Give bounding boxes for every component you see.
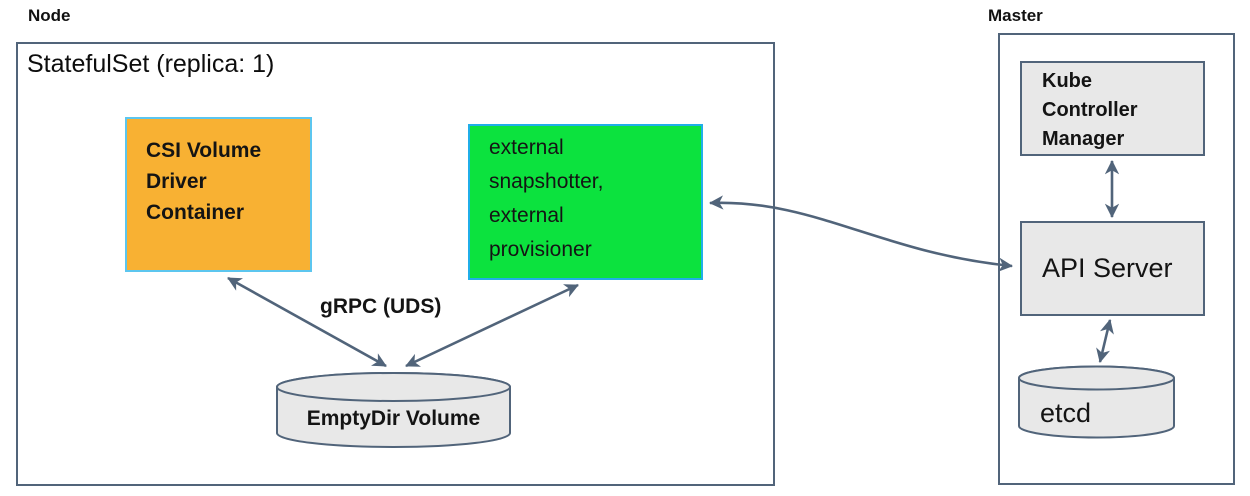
api-server-box: API Server — [1020, 221, 1205, 316]
csi-volume-driver-container-box: CSI Volume Driver Container — [125, 117, 312, 272]
kcm-box-text-line: Manager — [1042, 128, 1125, 150]
emptydir-volume-label: EmptyDir Volume — [306, 407, 481, 430]
kube-controller-manager-box: Kube Controller Manager — [1020, 61, 1205, 156]
master-section-label: Master — [988, 6, 1043, 25]
sidecar-box-text-line: snapshotter, — [489, 170, 604, 193]
grpc-uds-label: gRPC (UDS) — [320, 295, 442, 318]
sidecar-box-text-line: external — [489, 136, 564, 159]
kcm-box-text-line: Controller — [1042, 99, 1138, 121]
csi-box-text-line: Driver — [146, 170, 207, 193]
csi-box-text-line: Container — [146, 201, 245, 224]
external-snapshotter-provisioner-box: external snapshotter, external provision… — [468, 124, 703, 280]
node-section-label: Node — [28, 6, 71, 25]
api-server-label: API Server — [1042, 253, 1173, 283]
sidecar-box-text-line: provisioner — [489, 238, 592, 261]
statefulset-title: StatefulSet (replica: 1) — [27, 50, 275, 78]
csi-box-text-line: CSI Volume — [146, 139, 262, 162]
sidecar-box-text-line: external — [489, 204, 564, 227]
kcm-box-text-line: Kube — [1042, 70, 1092, 92]
etcd-label: etcd — [1040, 398, 1092, 428]
